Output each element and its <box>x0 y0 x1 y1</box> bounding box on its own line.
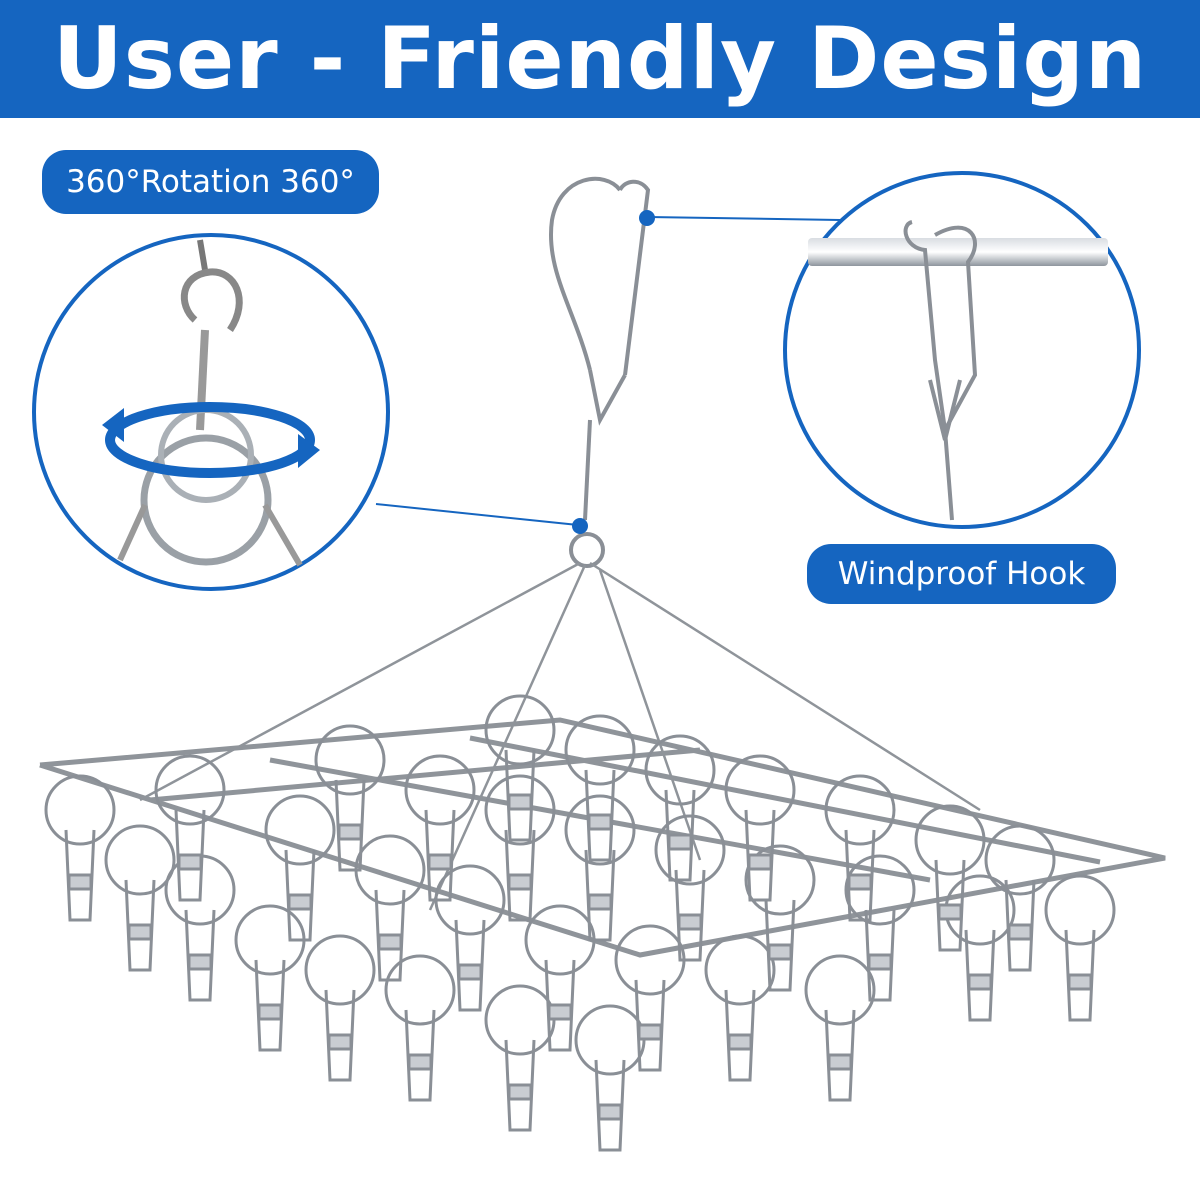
callout-line-left <box>375 503 579 526</box>
rotation-arrow-icon <box>105 402 315 478</box>
callout-dot-icon <box>639 210 655 226</box>
swivel-ring <box>569 532 605 568</box>
callout-line-right <box>647 216 841 221</box>
suspension-wires <box>139 561 981 911</box>
windproof-detail-circle <box>783 171 1141 529</box>
callout-dot-icon <box>572 518 588 534</box>
top-hook <box>549 176 651 521</box>
windproof-label: Windproof Hook <box>807 544 1116 604</box>
swivel-detail-circle <box>32 233 390 591</box>
rotation-label: 360°Rotation 360° <box>42 150 379 214</box>
page-title: User - Friendly Design <box>52 9 1148 109</box>
peg-clips <box>44 694 1116 1152</box>
header-banner: User - Friendly Design <box>0 0 1200 118</box>
